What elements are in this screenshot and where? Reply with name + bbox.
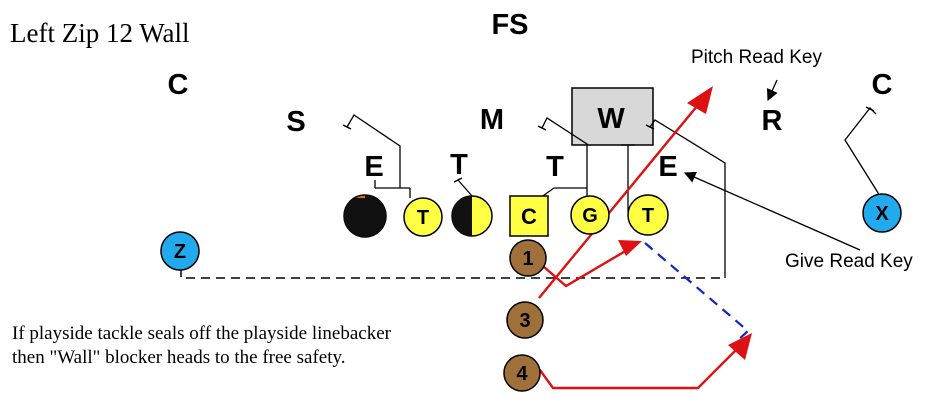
label-s: S	[286, 106, 305, 138]
qb-keep-arrowhead	[687, 86, 713, 114]
dive-arrowhead	[618, 240, 642, 256]
pitch-arrowhead	[728, 333, 752, 360]
label-e-left: E	[364, 151, 383, 183]
red-routes	[535, 93, 749, 390]
back-4-circle	[503, 354, 541, 392]
label-back-3: 3	[519, 310, 530, 332]
pitch-key-arrow	[766, 79, 778, 102]
qb-keep-route	[538, 93, 708, 299]
z-receiver-circle	[160, 231, 200, 271]
play-title: Left Zip 12 Wall	[10, 18, 190, 48]
pitch-route	[539, 337, 749, 390]
label-center: C	[521, 204, 537, 229]
x-receiver-circle	[862, 193, 902, 233]
label-c-right: C	[872, 69, 893, 101]
center-box	[509, 195, 549, 237]
back-3-circle	[506, 301, 544, 339]
right-guard-circle	[570, 195, 610, 235]
label-m: M	[480, 104, 504, 136]
label-t-left: T	[450, 149, 468, 181]
play-note: If playside tackle seals off the playsid…	[12, 322, 391, 370]
label-left-tackle: T	[417, 207, 429, 229]
wall-box	[571, 87, 654, 146]
pitch-path	[644, 242, 750, 341]
label-right-guard: G	[582, 205, 598, 227]
label-t-right: T	[546, 151, 564, 183]
label-z: Z	[174, 241, 186, 263]
give-read-key-label: Give Read Key	[785, 251, 913, 272]
right-tackle-circle	[627, 194, 669, 236]
label-back-1: 1	[522, 248, 533, 270]
label-e-right: E	[658, 151, 677, 183]
label-w: W	[597, 103, 625, 135]
back-1-circle	[509, 239, 547, 277]
label-fs: FS	[491, 9, 528, 41]
note-line-1: If playside tackle seals off the playsid…	[12, 323, 391, 344]
s-assignment-line	[346, 114, 401, 188]
label-c-left: C	[168, 69, 189, 101]
note-line-2: then "Wall" blocker heads to the free sa…	[12, 347, 346, 368]
pitch-read-key-label: Pitch Read Key	[691, 47, 822, 68]
dive-route	[535, 244, 635, 288]
label-r: R	[762, 105, 783, 137]
give-key-arrow	[683, 171, 861, 251]
z-motion-line	[180, 268, 725, 279]
label-x: X	[875, 203, 889, 225]
left-tackle-circle	[403, 197, 443, 237]
label-right-tackle: T	[642, 205, 654, 227]
label-back-4: 4	[516, 363, 528, 385]
